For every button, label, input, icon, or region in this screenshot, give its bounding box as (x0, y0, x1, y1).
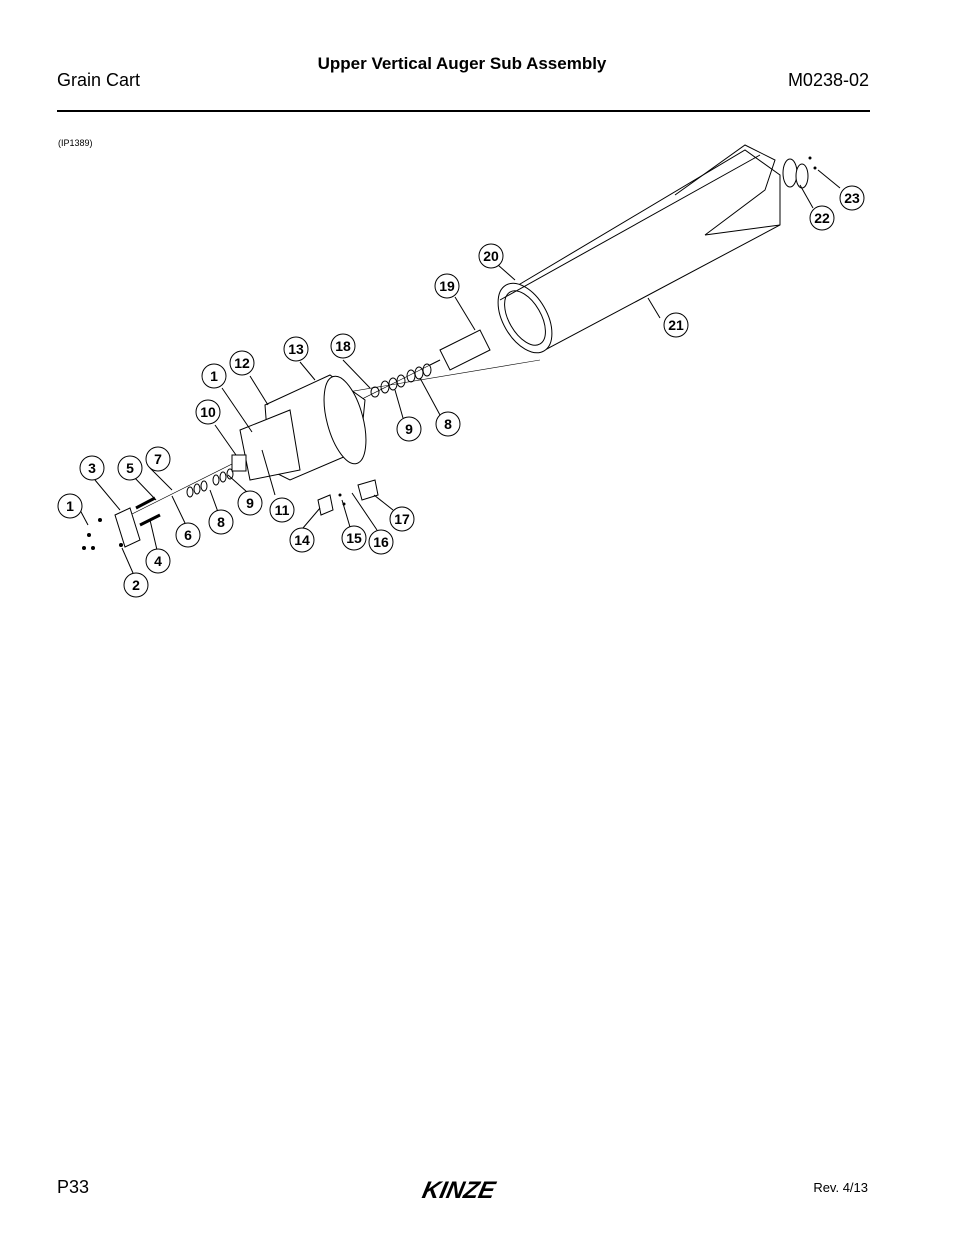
callout-2: 2 (132, 577, 140, 593)
callout-9b: 9 (405, 421, 413, 437)
header-rule (57, 110, 870, 112)
callout-6: 6 (184, 527, 192, 543)
callout-17: 17 (394, 511, 410, 527)
callout-22: 22 (814, 210, 830, 226)
callout-13: 13 (288, 341, 304, 357)
callout-19: 19 (439, 278, 455, 294)
callout-7: 7 (154, 451, 162, 467)
callout-3: 3 (88, 460, 96, 476)
callout-1: 1 (66, 498, 74, 514)
callout-4: 4 (154, 553, 162, 569)
header-product: Grain Cart (57, 70, 141, 90)
callout-1b: 1 (210, 368, 218, 384)
page-number: P33 (57, 1177, 90, 1197)
callout-10: 10 (200, 404, 216, 420)
callout-23: 23 (844, 190, 860, 206)
svg-text:KINZE: KINZE (420, 1177, 498, 1204)
manual-number: M0238-02 (787, 70, 869, 90)
callout-15: 15 (346, 530, 362, 546)
figure-id: (IP1389) (58, 138, 93, 148)
callout-14: 14 (294, 532, 310, 548)
callout-9: 9 (246, 495, 254, 511)
callout-11: 11 (275, 502, 290, 518)
callout-5: 5 (126, 460, 134, 476)
callout-21: 21 (668, 317, 684, 333)
callout-8: 8 (217, 514, 225, 530)
kinze-logo: KINZE (420, 1177, 498, 1204)
callout-18: 18 (335, 338, 351, 354)
callout-8b: 8 (444, 416, 452, 432)
callout-12: 12 (234, 355, 250, 371)
revision-date: Rev. 4/13 (813, 1180, 868, 1195)
callout-16: 16 (373, 534, 389, 550)
callout-20: 20 (483, 248, 499, 264)
page-title: Upper Vertical Auger Sub Assembly (317, 54, 607, 73)
